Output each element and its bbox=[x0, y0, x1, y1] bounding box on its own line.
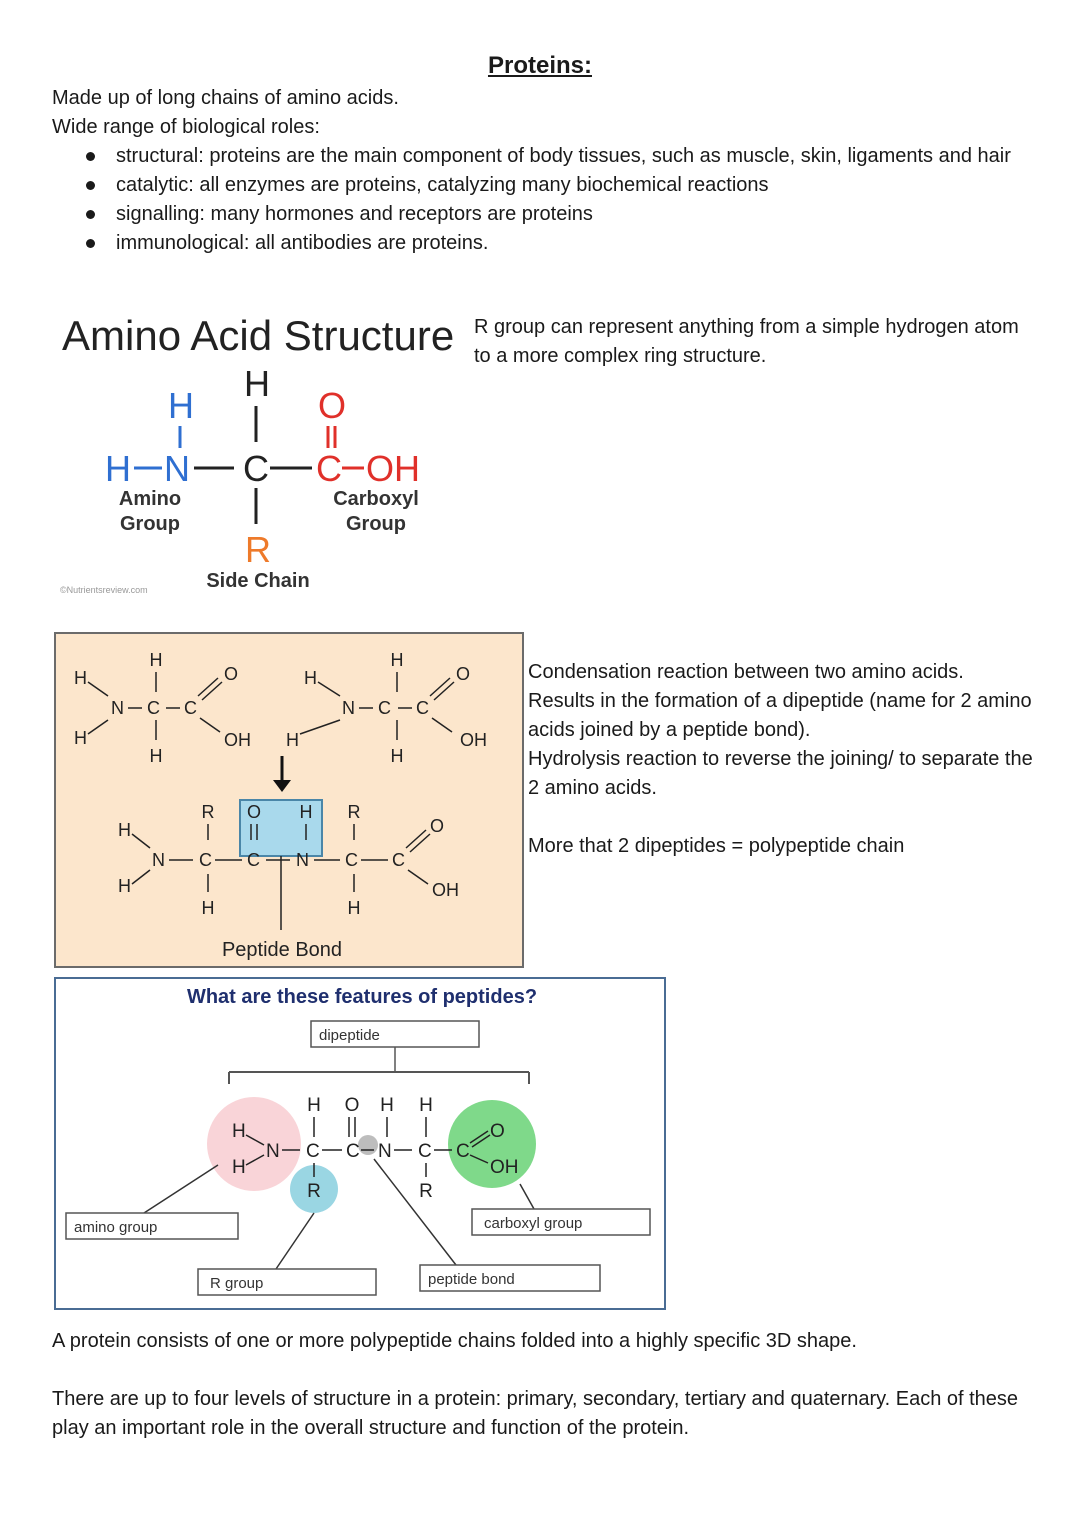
side-chain-label: Side Chain bbox=[206, 570, 309, 592]
svg-text:H: H bbox=[150, 650, 163, 670]
svg-text:N: N bbox=[378, 1141, 392, 1162]
page-title: Proteins: bbox=[487, 52, 592, 79]
intro-line-1: Made up of long chains of amino acids. bbox=[52, 87, 399, 109]
svg-text:H: H bbox=[391, 650, 404, 670]
svg-text:H: H bbox=[232, 1157, 246, 1178]
list-item: catalytic: all enzymes are proteins, cat… bbox=[86, 171, 1032, 200]
amino-group-circle bbox=[207, 1097, 301, 1191]
amino-acid-diagram: H H N H C O C OH R Amino Group Carboxyl … bbox=[60, 363, 420, 595]
r-group-note: R group can represent anything from a si… bbox=[474, 316, 1019, 367]
svg-text:H: H bbox=[380, 1095, 394, 1116]
amino-group-label-1: Amino bbox=[119, 488, 181, 510]
svg-text:C: C bbox=[184, 698, 197, 718]
condensation-note: Condensation reaction between two amino … bbox=[528, 658, 1048, 861]
svg-text:H: H bbox=[304, 668, 317, 688]
svg-text:OH: OH bbox=[224, 730, 251, 750]
peptide-bond-circle bbox=[358, 1135, 378, 1155]
features-question: What are these features of peptides? bbox=[187, 986, 537, 1008]
svg-text:H: H bbox=[74, 728, 87, 748]
carboxyl-oh: OH bbox=[366, 448, 420, 489]
svg-text:C: C bbox=[147, 698, 160, 718]
svg-text:C: C bbox=[456, 1141, 470, 1162]
carboxyl-group-label-2: Group bbox=[346, 513, 406, 535]
svg-text:OH: OH bbox=[490, 1157, 519, 1178]
svg-text:N: N bbox=[296, 850, 309, 870]
r-group-label: R group bbox=[210, 1275, 263, 1292]
svg-text:C: C bbox=[199, 850, 212, 870]
svg-text:H: H bbox=[118, 820, 131, 840]
svg-text:N: N bbox=[266, 1141, 280, 1162]
svg-text:O: O bbox=[224, 664, 238, 684]
amino-group-label-2: Group bbox=[120, 513, 180, 535]
amino-h-top: H bbox=[168, 385, 194, 426]
svg-text:O: O bbox=[456, 664, 470, 684]
amino-h-left: H bbox=[105, 448, 131, 489]
carboxyl-group-label-1: Carboxyl bbox=[333, 488, 419, 510]
svg-text:C: C bbox=[418, 1141, 432, 1162]
svg-text:H: H bbox=[348, 898, 361, 918]
svg-text:H: H bbox=[150, 746, 163, 766]
svg-text:R: R bbox=[348, 802, 361, 822]
svg-text:C: C bbox=[306, 1141, 320, 1162]
svg-text:H: H bbox=[232, 1121, 246, 1142]
svg-text:H: H bbox=[391, 746, 404, 766]
carbonyl-o: O bbox=[318, 385, 346, 426]
svg-text:N: N bbox=[111, 698, 124, 718]
condensation-diagram: H H N C H H C O OH H H N C H bbox=[54, 632, 524, 968]
intro-section: Made up of long chains of amino acids. W… bbox=[52, 84, 1032, 258]
svg-text:O: O bbox=[345, 1095, 360, 1116]
peptide-bond-box-label: peptide bond bbox=[428, 1271, 515, 1288]
credit-text: ©Nutrientsreview.com bbox=[60, 585, 148, 595]
r-group-circle bbox=[290, 1165, 338, 1213]
peptide-features-diagram: What are these features of peptides? dip… bbox=[54, 977, 666, 1310]
svg-text:C: C bbox=[346, 1141, 360, 1162]
alpha-c: C bbox=[243, 448, 269, 489]
svg-text:O: O bbox=[430, 816, 444, 836]
amino-group-label: amino group bbox=[74, 1219, 157, 1236]
svg-text:H: H bbox=[307, 1095, 321, 1116]
amino-n: N bbox=[164, 448, 190, 489]
roles-list: structural: proteins are the main compon… bbox=[52, 142, 1032, 258]
note-line-1: Condensation reaction between two amino … bbox=[528, 661, 964, 683]
note-line-2: Results in the formation of a dipeptide … bbox=[528, 690, 1032, 741]
svg-text:R: R bbox=[307, 1181, 321, 1202]
list-item: signalling: many hormones and receptors … bbox=[86, 200, 1032, 229]
carboxyl-group-circle bbox=[448, 1100, 536, 1188]
outro-para-2: There are up to four levels of structure… bbox=[52, 1388, 1019, 1439]
svg-text:C: C bbox=[416, 698, 429, 718]
svg-text:H: H bbox=[300, 802, 313, 822]
svg-text:H: H bbox=[286, 730, 299, 750]
svg-text:R: R bbox=[419, 1181, 433, 1202]
svg-text:H: H bbox=[419, 1095, 433, 1116]
svg-text:O: O bbox=[247, 802, 261, 822]
svg-text:R: R bbox=[202, 802, 215, 822]
carboxyl-group-label: carboxyl group bbox=[484, 1215, 582, 1232]
svg-text:O: O bbox=[490, 1121, 505, 1142]
alpha-h: H bbox=[244, 363, 270, 404]
svg-text:C: C bbox=[345, 850, 358, 870]
svg-text:C: C bbox=[247, 850, 260, 870]
svg-text:OH: OH bbox=[460, 730, 487, 750]
note-line-3: Hydrolysis reaction to reverse the joini… bbox=[528, 748, 1033, 799]
svg-text:H: H bbox=[74, 668, 87, 688]
svg-text:N: N bbox=[152, 850, 165, 870]
peptide-bond-label: Peptide Bond bbox=[222, 939, 342, 961]
svg-text:C: C bbox=[392, 850, 405, 870]
svg-text:N: N bbox=[342, 698, 355, 718]
svg-text:H: H bbox=[118, 876, 131, 896]
dipeptide-label: dipeptide bbox=[319, 1027, 380, 1044]
note-line-4: More that 2 dipeptides = polypeptide cha… bbox=[528, 835, 905, 857]
list-item: immunological: all antibodies are protei… bbox=[86, 229, 1032, 258]
intro-line-2: Wide range of biological roles: bbox=[52, 116, 320, 138]
svg-text:OH: OH bbox=[432, 880, 459, 900]
carboxyl-c: C bbox=[316, 448, 342, 489]
list-item: structural: proteins are the main compon… bbox=[86, 142, 1032, 171]
amino-acid-heading: Amino Acid Structure bbox=[62, 312, 455, 359]
r-side-chain: R bbox=[245, 529, 271, 570]
svg-text:H: H bbox=[202, 898, 215, 918]
outro-para-1: A protein consists of one or more polype… bbox=[52, 1330, 857, 1352]
svg-text:C: C bbox=[378, 698, 391, 718]
outro-section: A protein consists of one or more polype… bbox=[52, 1327, 1032, 1443]
